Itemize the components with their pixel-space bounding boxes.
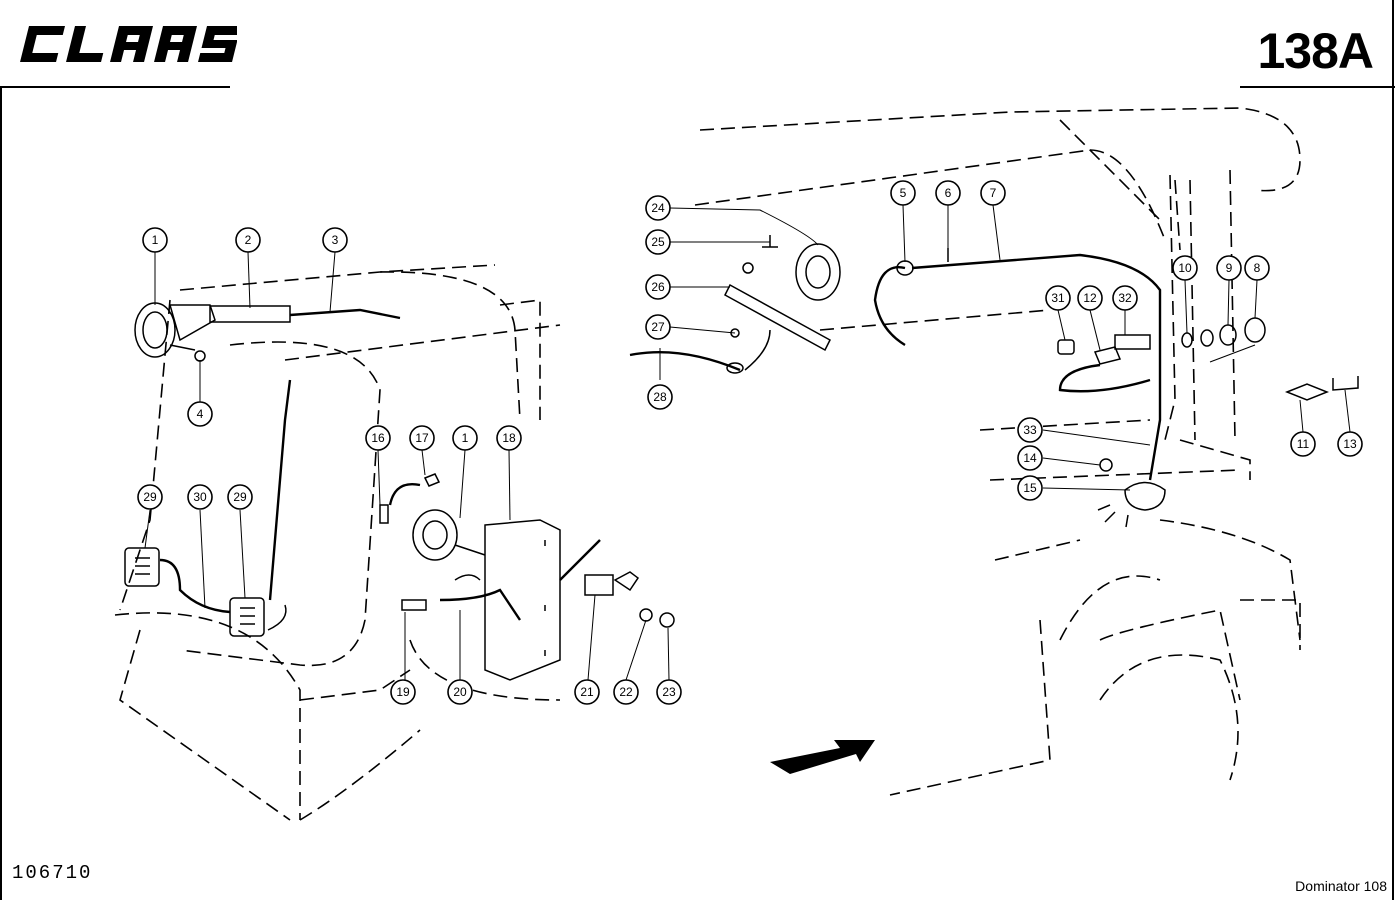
svg-text:17: 17: [415, 431, 429, 445]
page-number: 138A: [1257, 23, 1374, 79]
svg-text:26: 26: [651, 280, 665, 294]
callout-6: 6: [935, 180, 961, 206]
svg-text:31: 31: [1051, 291, 1065, 305]
svg-text:22: 22: [619, 685, 633, 699]
model-name: Dominator 108: [1295, 878, 1387, 894]
cab-outline-left: [114, 264, 561, 821]
callout-26: 26: [645, 274, 671, 300]
svg-text:2: 2: [245, 233, 252, 247]
svg-text:24: 24: [651, 201, 665, 215]
svg-text:5: 5: [900, 186, 907, 200]
callout-2: 2: [235, 227, 261, 253]
svg-text:25: 25: [651, 235, 665, 249]
rotating-beacon-and-switch-panel: [379, 473, 675, 681]
svg-text:21: 21: [580, 685, 594, 699]
callout-33: 33: [1017, 417, 1043, 443]
svg-text:14: 14: [1023, 451, 1037, 465]
callout-13: 13: [1337, 431, 1363, 457]
svg-text:30: 30: [193, 490, 207, 504]
svg-text:23: 23: [662, 685, 676, 699]
callout-22: 22: [613, 679, 639, 705]
header-rule-right: [1240, 86, 1395, 88]
callout-32: 32: [1112, 285, 1138, 311]
svg-text:18: 18: [502, 431, 516, 445]
callout-23: 23: [656, 679, 682, 705]
callout-14: 14: [1017, 445, 1043, 471]
leader-lines: [144, 204, 1351, 681]
svg-text:29: 29: [233, 490, 247, 504]
work-light-assembly-lower: [124, 379, 292, 637]
direction-arrow: [770, 740, 875, 774]
callout-29b: 29: [227, 484, 253, 510]
svg-text:3: 3: [332, 233, 339, 247]
callout-20: 20: [447, 679, 473, 705]
callout-30: 30: [187, 484, 213, 510]
svg-text:7: 7: [990, 186, 997, 200]
callout-5: 5: [890, 180, 916, 206]
svg-text:9: 9: [1226, 261, 1233, 275]
callout-27: 27: [645, 314, 671, 340]
svg-text:28: 28: [653, 390, 667, 404]
right-wiring-harness: [873, 248, 1359, 528]
svg-text:32: 32: [1118, 291, 1132, 305]
svg-text:12: 12: [1083, 291, 1097, 305]
svg-text:1: 1: [462, 431, 469, 445]
callout-7: 7: [980, 180, 1006, 206]
callout-17: 17: [409, 425, 435, 451]
callout-8: 8: [1244, 255, 1270, 281]
svg-text:13: 13: [1343, 437, 1357, 451]
svg-text:33: 33: [1023, 423, 1037, 437]
callout-18: 18: [496, 425, 522, 451]
svg-text:27: 27: [651, 320, 665, 334]
callout-19: 19: [390, 679, 416, 705]
frame-left-border: [0, 86, 2, 900]
machine-outline-right: [694, 107, 1301, 796]
callout-9: 9: [1216, 255, 1242, 281]
svg-text:4: 4: [197, 407, 204, 421]
callout-31: 31: [1045, 285, 1071, 311]
callout-15: 15: [1017, 475, 1043, 501]
horn-assembly: [629, 235, 841, 374]
callout-11: 11: [1290, 431, 1316, 457]
svg-text:20: 20: [453, 685, 467, 699]
callout-1a: 1: [142, 227, 168, 253]
callout-10: 10: [1172, 255, 1198, 281]
header-rule-left: [0, 86, 230, 88]
frame-right-border: [1392, 0, 1394, 900]
callout-21: 21: [574, 679, 600, 705]
callout-4: 4: [187, 401, 213, 427]
svg-text:10: 10: [1178, 261, 1192, 275]
svg-text:11: 11: [1297, 437, 1310, 451]
callout-16: 16: [365, 425, 391, 451]
document-number: 106710: [12, 862, 93, 884]
svg-text:6: 6: [945, 186, 952, 200]
svg-text:1: 1: [152, 233, 159, 247]
svg-text:15: 15: [1023, 481, 1037, 495]
svg-text:19: 19: [396, 685, 410, 699]
svg-text:16: 16: [371, 431, 385, 445]
callout-24: 24: [645, 195, 671, 221]
callout-28: 28: [647, 384, 673, 410]
claas-logo: [12, 22, 242, 71]
callout-25: 25: [645, 229, 671, 255]
callout-3: 3: [322, 227, 348, 253]
callout-12: 12: [1077, 285, 1103, 311]
work-light-assembly-top: [134, 302, 401, 362]
callout-29a: 29: [137, 484, 163, 510]
callout-1b: 1: [452, 425, 478, 451]
svg-text:8: 8: [1254, 261, 1261, 275]
svg-text:29: 29: [143, 490, 157, 504]
